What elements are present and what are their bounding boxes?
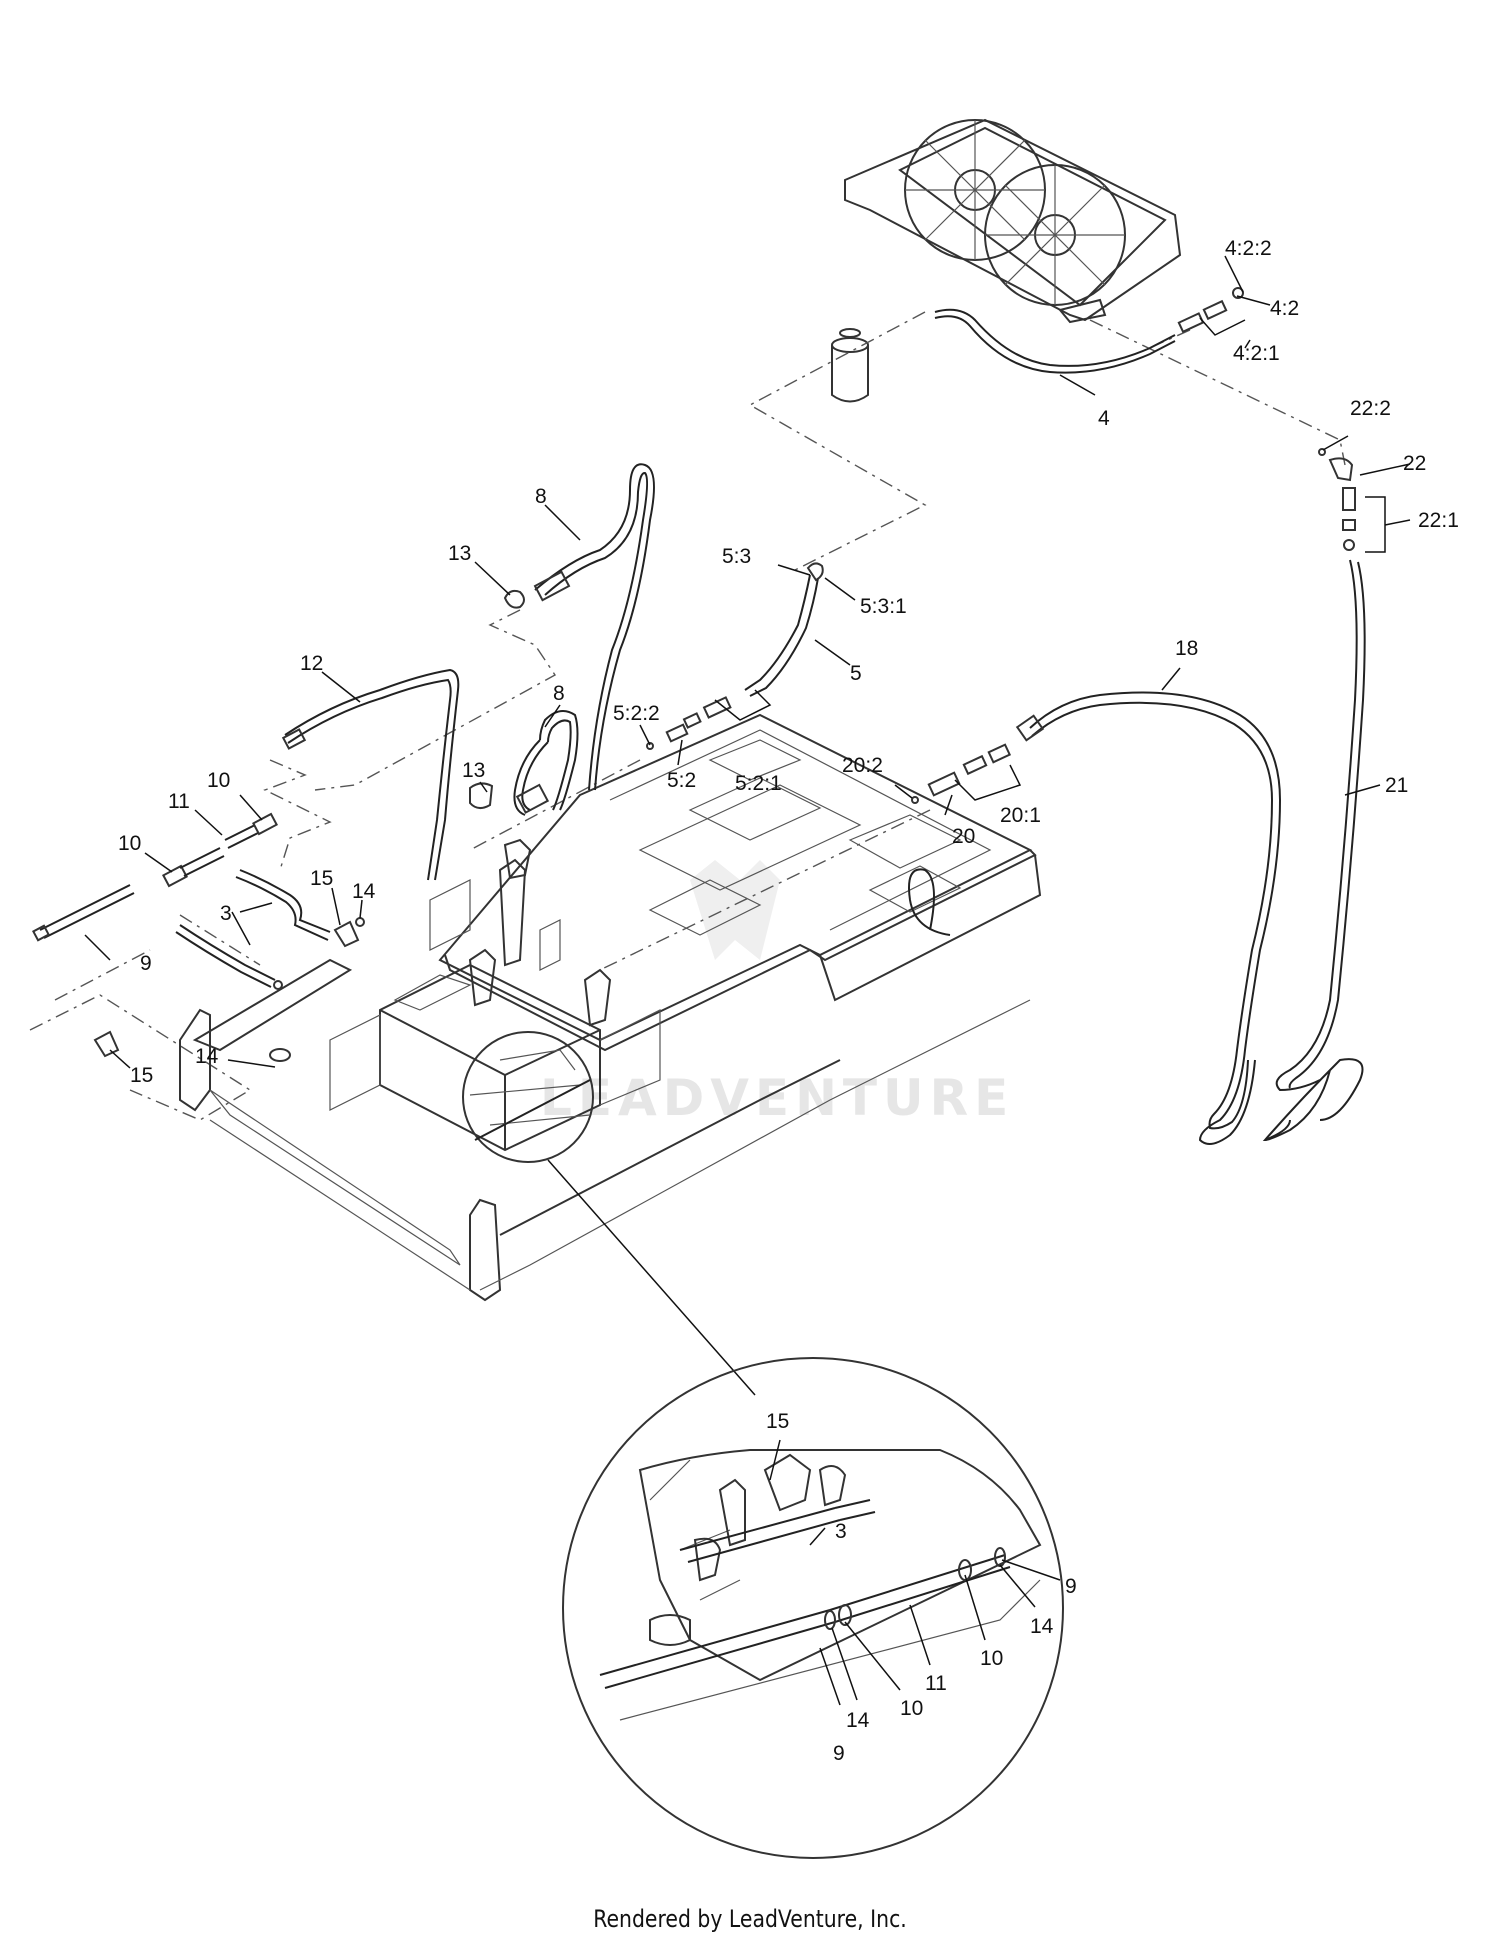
label-22-2: 22:2 — [1350, 397, 1391, 420]
leader-lines — [84, 255, 1411, 1706]
label-20-2: 20:2 — [842, 754, 883, 777]
detail-label-9-left: 9 — [833, 1742, 845, 1765]
label-4-2-1: 4:2:1 — [1233, 342, 1280, 365]
label-12: 12 — [300, 652, 323, 675]
detail-label-14-left: 14 — [846, 1709, 870, 1732]
chassis-frame — [179, 713, 1042, 1302]
label-5: 5 — [850, 662, 862, 685]
label-20-1: 20:1 — [1000, 804, 1041, 827]
footer-credit: Rendered by LeadVenture, Inc. — [593, 1905, 907, 1933]
label-5-2: 5:2 — [667, 769, 696, 792]
label-8-mid: 8 — [553, 682, 565, 705]
detail-label-14-right: 14 — [1030, 1615, 1054, 1638]
label-10-b: 10 — [118, 832, 141, 855]
label-14-b: 14 — [195, 1045, 219, 1068]
label-4-2: 4:2 — [1270, 297, 1299, 320]
label-11: 11 — [168, 790, 190, 813]
label-8-top: 8 — [535, 485, 547, 508]
label-22-1: 22:1 — [1418, 509, 1459, 532]
detail-label-3: 3 — [835, 1520, 847, 1543]
label-14-a: 14 — [352, 880, 376, 903]
label-13-mid: 13 — [462, 759, 485, 782]
label-15-a: 15 — [310, 867, 333, 890]
label-21: 21 — [1385, 774, 1408, 797]
label-10-a: 10 — [207, 769, 230, 792]
label-13-top: 13 — [448, 542, 471, 565]
label-18: 18 — [1175, 637, 1198, 660]
detail-view — [462, 1031, 1064, 1859]
detail-label-9-right: 9 — [1065, 1575, 1077, 1598]
detail-label-11: 11 — [925, 1672, 947, 1695]
hoses — [32, 287, 1366, 1145]
label-3: 3 — [220, 902, 232, 925]
label-20: 20 — [952, 825, 975, 848]
label-5-3: 5:3 — [722, 545, 751, 568]
detail-label-10-left: 10 — [900, 1697, 923, 1720]
filter-canister — [831, 328, 869, 403]
detail-label-10-right: 10 — [980, 1647, 1003, 1670]
label-4-2-2: 4:2:2 — [1225, 237, 1272, 260]
label-5-3-1: 5:3:1 — [860, 595, 907, 618]
detail-label-15: 15 — [766, 1410, 789, 1433]
label-9: 9 — [140, 952, 152, 975]
label-15-b: 15 — [130, 1064, 153, 1087]
label-5-2-2: 5:2:2 — [613, 702, 660, 725]
callout-labels: 4:2:2 4:2 4:2:1 4 22:2 22 22:1 8 13 5:3 … — [118, 237, 1459, 1765]
cooler-fan-assembly — [844, 118, 1182, 324]
label-4: 4 — [1098, 407, 1110, 430]
watermark-text: LEADVENTURE — [540, 1069, 1014, 1127]
label-22: 22 — [1403, 452, 1426, 475]
label-5-2-1: 5:2:1 — [735, 772, 782, 795]
